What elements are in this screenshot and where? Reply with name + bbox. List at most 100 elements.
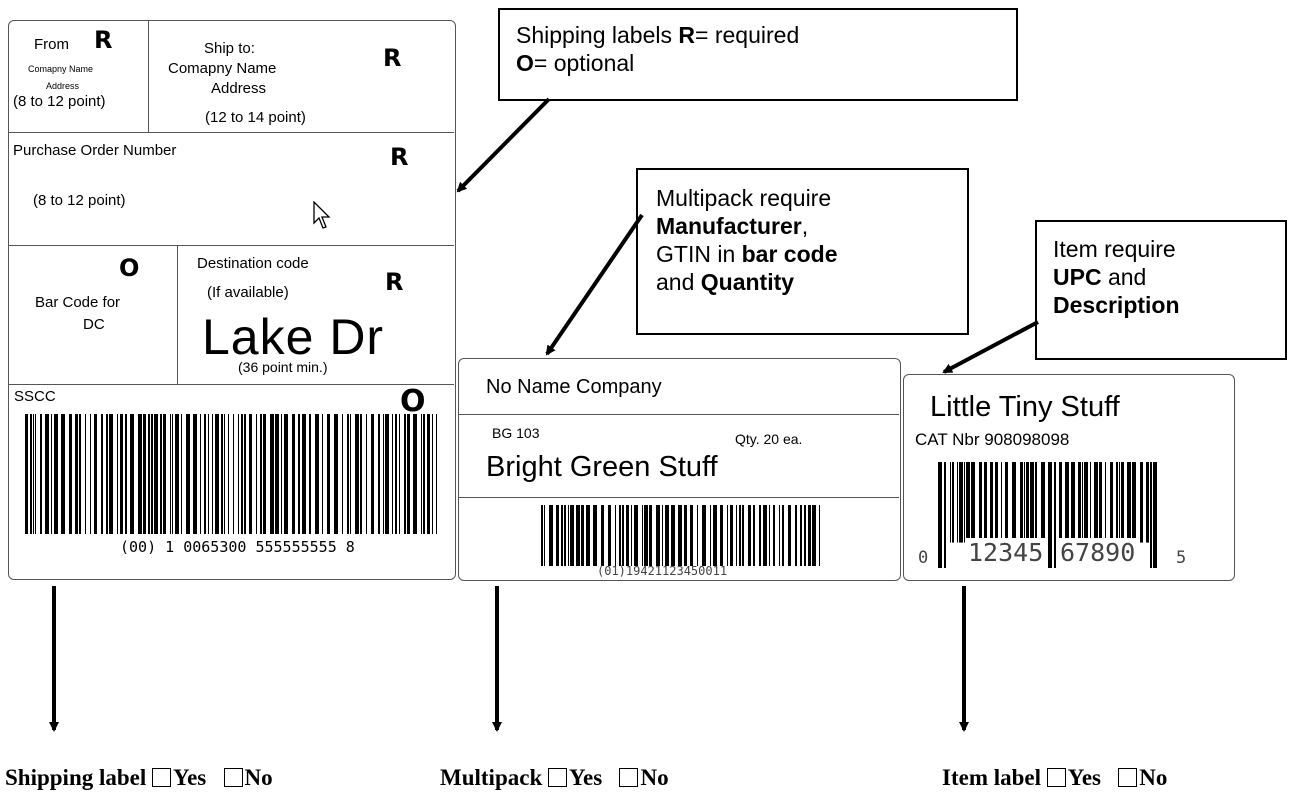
shipping-label-text: Shipping label [5,765,147,790]
barcode-bar [1146,462,1149,543]
barcode-bar [804,505,806,566]
barcode-bar [298,414,300,534]
barcode-bar [79,414,81,534]
barcode-bar [69,414,72,534]
barcode-bar [212,414,213,534]
destination-value: Lake Dr [202,309,385,365]
barcode-bar [256,414,257,534]
multipack-no-label: No [640,765,669,790]
barcode-bar [347,414,349,534]
item-callout-and: and [1101,264,1147,290]
barcode-bar [1054,462,1056,568]
multipack-barcode-text: (01)19421123450011 [597,564,728,578]
barcode-bar [782,505,784,566]
barcode-bar [990,462,993,543]
multipack-callout-gtin: GTIN in [656,241,742,267]
barcode-bar [1105,462,1106,543]
barcode-bar [175,414,179,534]
barcode-bar [662,505,663,566]
barcode-bar [1094,462,1098,543]
barcode-bar [94,414,97,534]
barcode-bar [421,414,422,534]
barcode-bar [938,462,942,568]
multipack-text: Multipack [440,765,543,790]
barcode-bar [800,505,802,566]
barcode-bar [101,414,103,534]
item-no-checkbox[interactable] [1118,768,1138,787]
barcode-bar [292,414,295,534]
ship-to-company: Comapny Name [168,60,277,77]
shipping-yes-checkbox[interactable] [152,768,172,787]
destination-size: (36 point min.) [238,359,328,375]
barcode-bar [619,505,621,566]
mouse-cursor-icon [313,201,331,229]
item-upc-barcode [938,462,1160,568]
barcode-bar [427,414,430,534]
barcode-bar [812,505,816,566]
barcode-bar [45,414,49,534]
multipack-yes-checkbox[interactable] [547,768,567,787]
barcode-bar [1116,462,1118,543]
multipack-company: No Name Company [486,376,662,398]
barcode-bar [238,414,239,534]
multipack-callout-quantity: Quantity [700,269,795,295]
upc-left-digit: 0 [918,548,929,568]
barcode-bar [233,414,234,534]
multipack-callout-and: and [656,269,701,295]
barcode-bar [671,505,675,566]
sscc-optional-flag: O [400,384,426,419]
barcode-bar [172,414,173,534]
barcode-bar [626,505,629,566]
sscc-barcode-text: (00) 1 0065300 555555555 8 [120,538,355,556]
barcode-bar [342,414,343,534]
barcode-bar [309,414,311,534]
item-yes-label: Yes [1067,765,1101,790]
barcode-bar [995,462,998,543]
item-label-choice: Item label Yes No [942,765,1167,791]
barcode-bar [656,505,660,566]
barcode-bar [186,414,190,534]
barcode-bar [1065,462,1069,543]
barcode-bar [684,505,687,566]
destination-note: (If available) [207,284,289,301]
barcode-bar [730,505,733,566]
destination-heading: Destination code [197,255,309,272]
upc-left-group: 12345 [966,538,1046,567]
barcode-bar [742,505,744,566]
barcode-bar [1030,462,1034,543]
barcode-bar [85,414,86,534]
callout-text: Shipping labels [516,22,679,48]
barcode-bar [404,414,406,534]
shipping-no-checkbox[interactable] [223,768,243,787]
item-callout-description: Description [1053,292,1180,318]
shipping-label [8,20,456,580]
barcode-bar [1012,462,1016,543]
barcode-bar [601,505,604,566]
barcode-bar [1084,462,1088,543]
barcode-bar [241,414,243,534]
barcode-bar [160,414,162,534]
barcode-bar [413,414,417,534]
upc-check-digit: 5 [1176,548,1187,568]
barcode-bar [200,414,201,534]
from-heading: From [34,36,69,53]
barcode-bar [984,462,987,543]
multipack-no-checkbox[interactable] [619,768,639,787]
barcode-bar [148,414,150,534]
multipack-yes-label: Yes [568,765,603,790]
barcode-bar [966,462,970,543]
barcode-bar [564,505,566,566]
barcode-bar [959,462,963,543]
multipack-choice: Multipack Yes No [440,765,669,791]
item-yes-checkbox[interactable] [1046,768,1066,787]
barcode-bar [570,505,574,566]
sscc-heading: SSCC [14,388,56,405]
barcode-bar [1140,462,1143,543]
barcode-bar [1090,462,1091,543]
barcode-bar [130,414,134,534]
barcode-bar [315,414,319,534]
barcode-bar [117,414,118,534]
barcode-bar [556,505,559,566]
barcode-bar [90,414,91,534]
barcode-bar [151,414,153,534]
